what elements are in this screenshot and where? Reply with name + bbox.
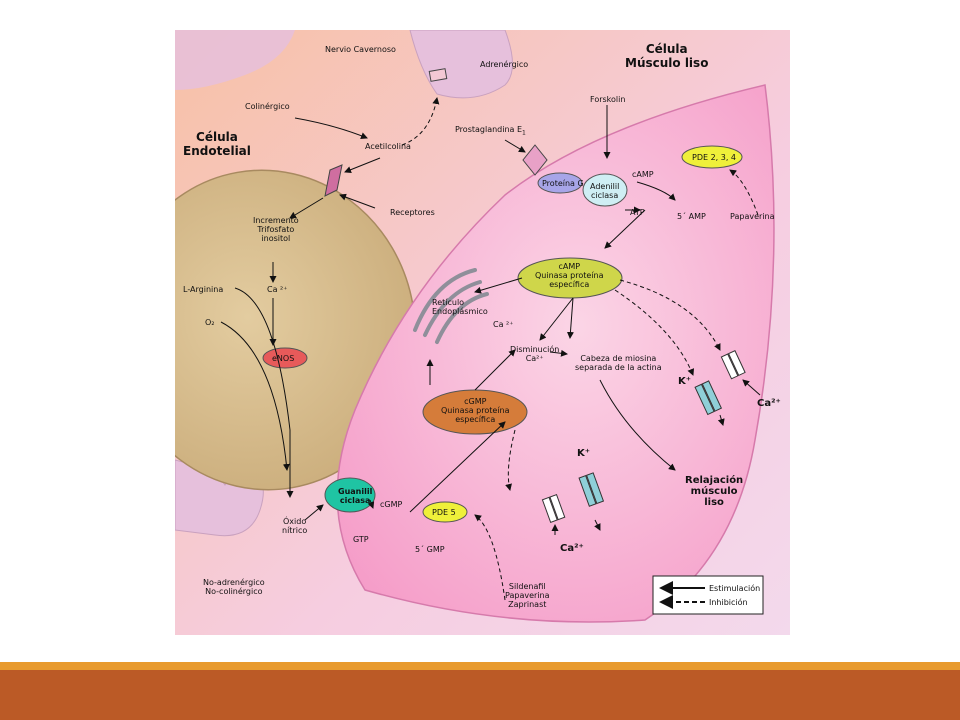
label-ca2-endo: Ca ²⁺ xyxy=(267,285,288,294)
label-pde5: PDE 5 xyxy=(432,508,456,517)
label-endothelial-cell: Célula Endotelial xyxy=(183,130,251,158)
enos-oval xyxy=(262,347,308,369)
receptor-endothelial xyxy=(324,164,343,197)
label-smooth-cell: Célula Músculo liso xyxy=(625,42,709,70)
label-incremento: Incremento Trifosfato inositol xyxy=(253,216,299,243)
diagram-graphics xyxy=(175,30,790,635)
receptor-prostaglandin xyxy=(522,144,548,176)
label-relajacion: Relajación músculo liso xyxy=(685,475,744,508)
label-camp: cAMP xyxy=(632,170,654,179)
smooth-muscle-cell xyxy=(336,84,775,623)
footer-accent-stripe xyxy=(0,662,960,670)
label-receptores: Receptores xyxy=(390,208,435,217)
erection-pathway-diagram: Célula Músculo liso Célula Endotelial Ne… xyxy=(175,30,790,635)
endoplasmic-reticulum xyxy=(413,268,489,344)
label-disminucion: Disminución Ca²⁺ xyxy=(510,345,560,363)
label-prostaglandina: Prostaglandina E1 xyxy=(455,125,526,137)
label-cabeza: Cabeza de miosina separada de la actina xyxy=(575,354,662,372)
label-cgmp-kinase: cGMP Quinasa proteína específica xyxy=(441,397,510,424)
label-ca2-1: Ca²⁺ xyxy=(757,398,781,409)
label-l-arginina: L-Arginina xyxy=(183,285,224,294)
pde5-oval xyxy=(422,501,468,523)
stimulation-arrows xyxy=(220,105,676,521)
label-proteina-g: Proteína G xyxy=(542,179,584,188)
label-camp-kinase: cAMP Quinasa proteína específica xyxy=(535,262,604,289)
label-k-plus-1: K⁺ xyxy=(678,376,692,387)
legend-box xyxy=(652,575,764,615)
footer-band xyxy=(0,670,960,720)
channel-arrows xyxy=(551,379,761,535)
label-gtp: GTP xyxy=(353,535,369,544)
label-acetilcolina: Acetilcolina xyxy=(365,142,411,151)
label-reticulo: Retículo Endoplásmico xyxy=(432,298,488,316)
label-oxido: Óxido nítrico xyxy=(282,517,308,535)
channel-ca-2 xyxy=(541,494,566,523)
label-ca2-ret: Ca ²⁺ xyxy=(493,320,514,329)
legend-stimulation: Estimulación xyxy=(709,584,761,593)
camp-kinase-oval xyxy=(517,257,623,299)
label-o2: O₂ xyxy=(205,318,215,327)
label-enos: eNOS xyxy=(272,354,295,363)
label-guanilil: Guanilil ciclasa xyxy=(338,487,373,505)
channel-k-2 xyxy=(578,472,605,507)
label-nervio: Nervio Cavernoso xyxy=(325,45,396,54)
label-ca2-2: Ca²⁺ xyxy=(560,543,584,554)
adrenergic-receptor xyxy=(428,68,448,82)
channel-ca-1 xyxy=(720,350,746,380)
proteina-g-oval xyxy=(537,172,583,194)
label-atp: ATP xyxy=(630,208,645,217)
channel-k-1 xyxy=(694,380,723,416)
label-5gmp: 5´ GMP xyxy=(415,545,445,554)
label-papaverina: Papaverina xyxy=(730,212,775,221)
label-cgmp: cGMP xyxy=(380,500,403,509)
adenilil-oval xyxy=(582,173,628,207)
label-sildenafil: Sildenafil Papaverina Zaprinast xyxy=(505,582,550,609)
label-pde234: PDE 2, 3, 4 xyxy=(692,153,737,162)
label-adrenergico: Adrenérgico xyxy=(480,60,529,69)
inhibition-arrows xyxy=(401,97,759,601)
pde234-oval xyxy=(681,145,743,169)
label-5amp: 5´ AMP xyxy=(677,212,706,221)
legend-inhibition: Inhibición xyxy=(709,598,748,607)
nerve-left-top xyxy=(175,30,295,90)
label-adenilil: Adenilil ciclasa xyxy=(590,182,620,200)
label-k-plus-2: K⁺ xyxy=(577,448,591,459)
guanilil-oval xyxy=(324,477,376,513)
label-colinergico: Colinérgico xyxy=(245,102,290,111)
label-forskolin: Forskolin xyxy=(590,95,626,104)
label-no-adrenergico: No-adrenérgico No-colinérgico xyxy=(203,578,265,596)
